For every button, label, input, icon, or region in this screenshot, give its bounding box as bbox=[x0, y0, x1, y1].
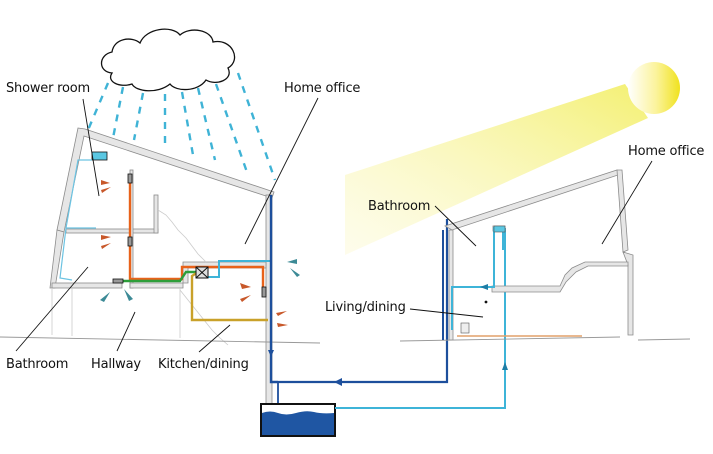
vent-icons bbox=[112, 173, 267, 298]
label-living-dining: Living/dining bbox=[325, 300, 406, 315]
label-bathroom-left: Bathroom bbox=[6, 357, 69, 372]
label-shower-room: Shower room bbox=[6, 81, 90, 96]
ground-line-left bbox=[0, 336, 321, 344]
downpipe bbox=[269, 195, 278, 384]
light-blue-pipe-hrv bbox=[208, 260, 270, 278]
left-house bbox=[49, 127, 275, 416]
ground-line-right bbox=[399, 336, 621, 342]
arrow-up-icon bbox=[502, 362, 508, 370]
leader-lines bbox=[15, 97, 653, 353]
label-bathroom-right: Bathroom bbox=[368, 199, 431, 214]
rain-icon bbox=[86, 72, 277, 181]
label-home-office-left: Home office bbox=[284, 81, 361, 96]
arrow-down-icon bbox=[268, 350, 274, 357]
label-home-office-right: Home office bbox=[628, 144, 705, 159]
water-tank-icon bbox=[260, 403, 336, 437]
cloud-icon bbox=[100, 28, 236, 92]
right-header-tank bbox=[493, 225, 506, 233]
warm-air-arrows bbox=[101, 180, 288, 327]
cool-air-arrows bbox=[100, 259, 300, 302]
label-hallway: Hallway bbox=[91, 357, 141, 372]
header-tank bbox=[91, 151, 108, 161]
radiator-icon bbox=[460, 322, 470, 334]
label-kitchen-dining: Kitchen/dining bbox=[158, 357, 249, 372]
sun-icon bbox=[628, 62, 680, 114]
supply-pipe bbox=[118, 270, 200, 283]
hot-pipe bbox=[128, 178, 265, 290]
arrow-left-icon bbox=[334, 378, 342, 386]
right-house bbox=[444, 169, 634, 341]
heat-recovery-unit-icon bbox=[195, 266, 209, 279]
sun-beam bbox=[345, 84, 648, 255]
return-pipe bbox=[190, 271, 268, 322]
left-stairs bbox=[157, 209, 207, 263]
